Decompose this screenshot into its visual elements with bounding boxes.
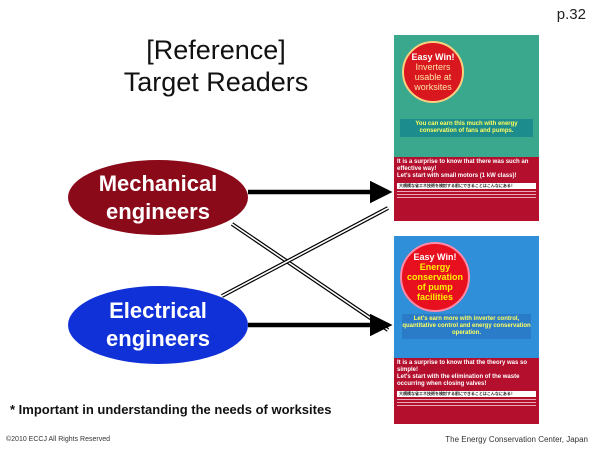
badge-line: of pump [417, 282, 453, 292]
slide-title: [Reference] Target Readers [96, 34, 336, 98]
banner-line-1: It is a surprise to know that the theory… [397, 360, 528, 373]
footnote: * Important in understanding the needs o… [10, 402, 332, 417]
document-banner: It is a surprise to know that there was … [394, 157, 539, 221]
document-banner: It is a surprise to know that the theory… [394, 358, 539, 424]
audience-label-line2: engineers [106, 326, 210, 351]
audience-mechanical-engineers: Mechanical engineers [68, 160, 248, 235]
badge-lead: Easy Win! [411, 52, 455, 62]
easy-win-badge: Easy Win! Inverters usable at worksites [402, 41, 464, 103]
organization-name: The Energy Conservation Center, Japan [445, 435, 588, 444]
document-cover-pump-facilities: Easy Win! Energy conservation of pump fa… [394, 236, 539, 424]
badge-lead: Easy Win! [413, 252, 457, 262]
badge-line: usable at [414, 72, 452, 82]
fine-print-line [397, 197, 536, 198]
badge-line: worksites [414, 82, 452, 92]
title-line-1: [Reference] [146, 35, 286, 65]
badge-line: conservation [406, 272, 464, 282]
cross-arrow-elec-to-mech [221, 206, 389, 298]
badge-line: Energy [419, 262, 451, 272]
banner-line-2: Let's start with the elimination of the … [397, 374, 520, 387]
audience-electrical-engineers: Electrical engineers [68, 286, 248, 364]
badge-line: Inverters [415, 62, 451, 72]
document-subtitle: Let's earn more with inverter control, q… [402, 314, 531, 339]
fine-print-line [397, 402, 536, 403]
audience-label-line1: Mechanical [98, 170, 218, 196]
page-number: p.32 [556, 6, 586, 23]
banner-line-2: Let's start with small motors (1 kW clas… [397, 173, 517, 179]
easy-win-badge: Easy Win! Energy conservation of pump fa… [400, 242, 470, 312]
banner-line-1: It is a surprise to know that there was … [397, 159, 529, 172]
copyright: ©2010 ECCJ All Rights Reserved [6, 436, 110, 443]
document-cover-inverters: Easy Win! Inverters usable at worksites … [394, 35, 539, 221]
document-subtitle: You can earn this much with energy conse… [400, 119, 533, 137]
fine-print-line [397, 405, 536, 406]
cross-arrow-mech-to-elec [230, 222, 390, 332]
audience-label-line2: engineers [106, 198, 210, 224]
japanese-caption: 大規模な省エネ技術を検討する前にできることはこんなにある！ [397, 391, 536, 397]
fine-print-line [397, 191, 536, 192]
badge-line: facilities [416, 292, 454, 302]
audience-label-line1: Electrical [109, 298, 207, 323]
title-line-2: Target Readers [123, 67, 309, 97]
fine-print-line [397, 399, 536, 400]
fine-print-line [397, 194, 536, 195]
japanese-caption: 大規模な省エネ技術を検討する前にできることはこんなにある！ [397, 183, 536, 189]
